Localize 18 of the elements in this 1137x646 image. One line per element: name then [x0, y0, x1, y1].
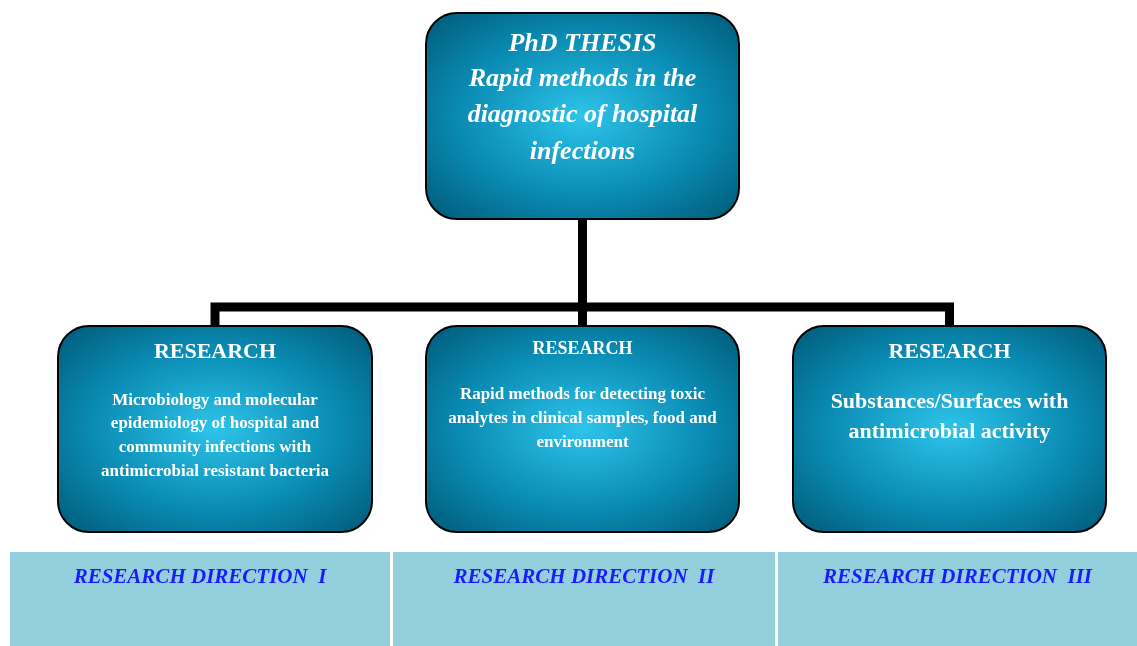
- direction-label: RESEARCH DIRECTION II: [453, 564, 715, 590]
- direction-cell: [778, 552, 1137, 646]
- direction-cell: [10, 552, 390, 646]
- box-text: Substances/Surfaces with antimicrobial activity: [829, 386, 1070, 446]
- box-heading: RESEARCH: [153, 337, 277, 365]
- research-box: [792, 325, 1107, 533]
- direction-label: RESEARCH DIRECTION III: [823, 564, 1092, 590]
- direction-label: RESEARCH DIRECTION I: [73, 564, 327, 590]
- thesis-box: [425, 12, 740, 220]
- box-text: Rapid methods for detecting toxic analytes in clinical samples, food and environment: [447, 383, 718, 453]
- box-heading: PhD THESIS: [508, 27, 657, 59]
- box-heading: RESEARCH: [888, 337, 1011, 365]
- direction-cell: [393, 552, 775, 646]
- research-box: [57, 325, 373, 533]
- box-text: Microbiology and molecular epidemiology of hospital and community infections with antimicrobial resistant bacteria: [100, 388, 330, 482]
- box-heading: RESEARCH: [532, 337, 633, 360]
- research-box: [425, 325, 740, 533]
- box-text: Rapid methods in the diagnostic of hospital infections: [466, 61, 699, 167]
